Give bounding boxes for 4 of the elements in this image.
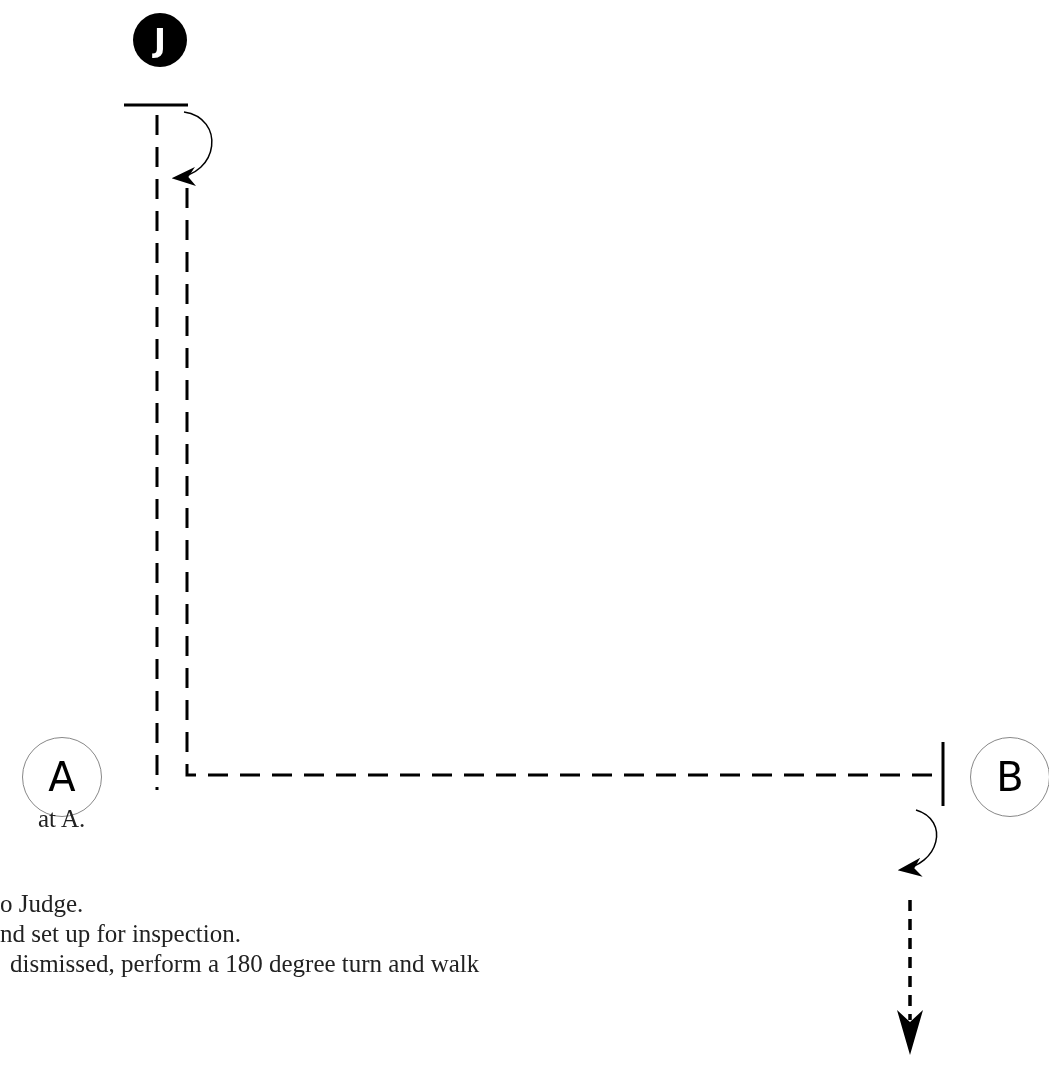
instruction-text: dismissed, perform a 180 degree turn and walk <box>10 950 480 978</box>
judge-marker: J <box>133 13 187 67</box>
instruction-text: nd set up for inspection. <box>0 920 241 948</box>
instruction-text: o Judge. <box>0 890 84 918</box>
